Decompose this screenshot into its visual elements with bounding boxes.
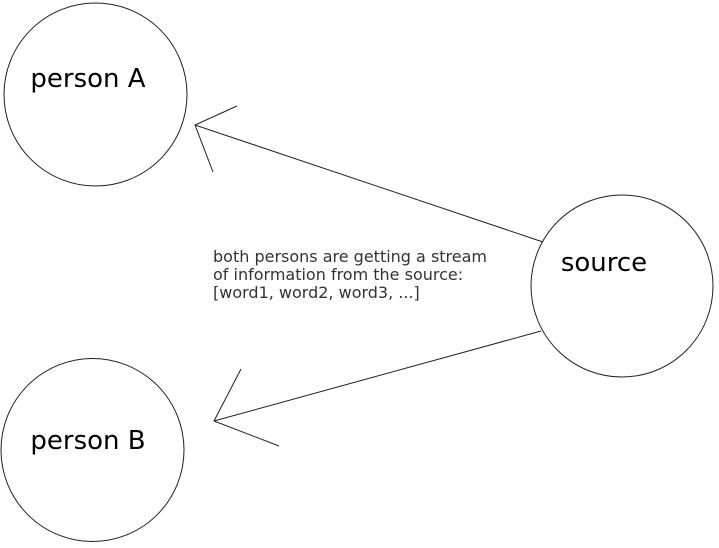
edge-source-to-person-a [194, 124, 544, 243]
edge-source-to-person-b [213, 330, 542, 422]
annotation-text: both persons are getting a stream of inf… [213, 247, 487, 302]
person-a-node [3, 2, 188, 187]
source-node [530, 194, 714, 378]
annotation-line-3: [word1, word2, word3, ...] [213, 283, 420, 302]
annotation-line-1: both persons are getting a stream [213, 247, 487, 266]
arrowhead-person-b [213, 368, 280, 447]
source-label: source [561, 248, 647, 278]
arrowhead-person-a [194, 105, 238, 173]
person-a-label: person A [30, 64, 145, 94]
person-b-node [0, 358, 185, 542]
person-b-label: person B [30, 426, 145, 456]
annotation-line-2: of information from the source: [213, 265, 463, 284]
